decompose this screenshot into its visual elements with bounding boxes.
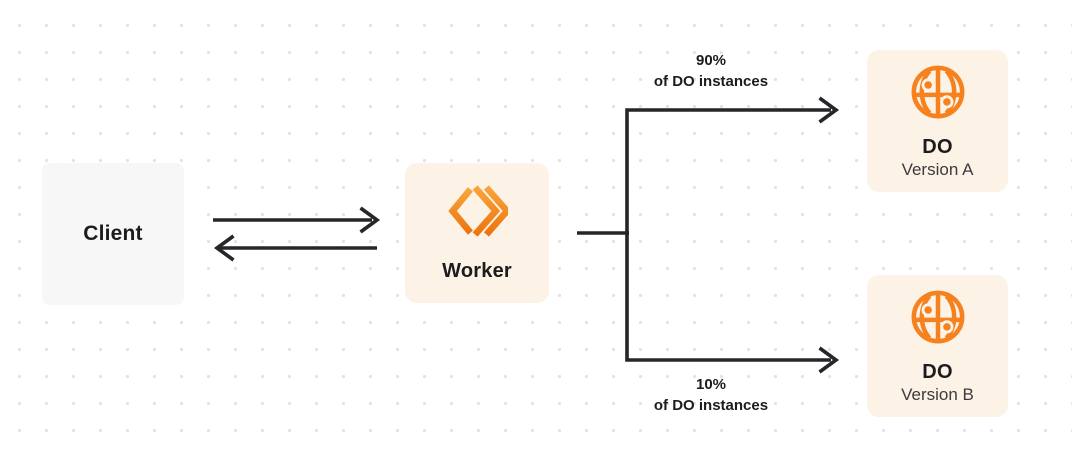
arrowhead-to-version-a-icon <box>818 96 840 124</box>
node-worker: Worker <box>405 163 549 303</box>
arrowhead-to-version-b-icon <box>818 346 840 374</box>
percent-caption: of DO instances <box>653 397 769 414</box>
node-do-version-a: DO Version A <box>867 50 1008 192</box>
client-label: Client <box>83 222 143 245</box>
do-a-subtitle: Version A <box>901 159 974 179</box>
workers-icon <box>448 185 508 237</box>
node-do-version-b: DO Version B <box>867 275 1008 417</box>
do-b-subtitle: Version B <box>901 384 974 404</box>
edge-label-90-percent: 90% of DO instances <box>601 50 821 92</box>
do-a-title: DO <box>922 135 953 158</box>
do-b-title: DO <box>922 360 953 383</box>
edge-label-10-percent: 10% of DO instances <box>601 374 821 416</box>
percent-value: 90% <box>695 52 727 69</box>
arrowhead-right-icon <box>359 206 381 234</box>
worker-label: Worker <box>442 260 512 282</box>
percent-caption: of DO instances <box>653 73 769 90</box>
globe-icon <box>911 65 964 118</box>
split-branch-path <box>625 108 831 362</box>
percent-value: 10% <box>695 376 727 393</box>
arrowhead-left-icon <box>213 234 235 262</box>
node-client: Client <box>42 163 184 305</box>
globe-icon <box>911 290 964 343</box>
